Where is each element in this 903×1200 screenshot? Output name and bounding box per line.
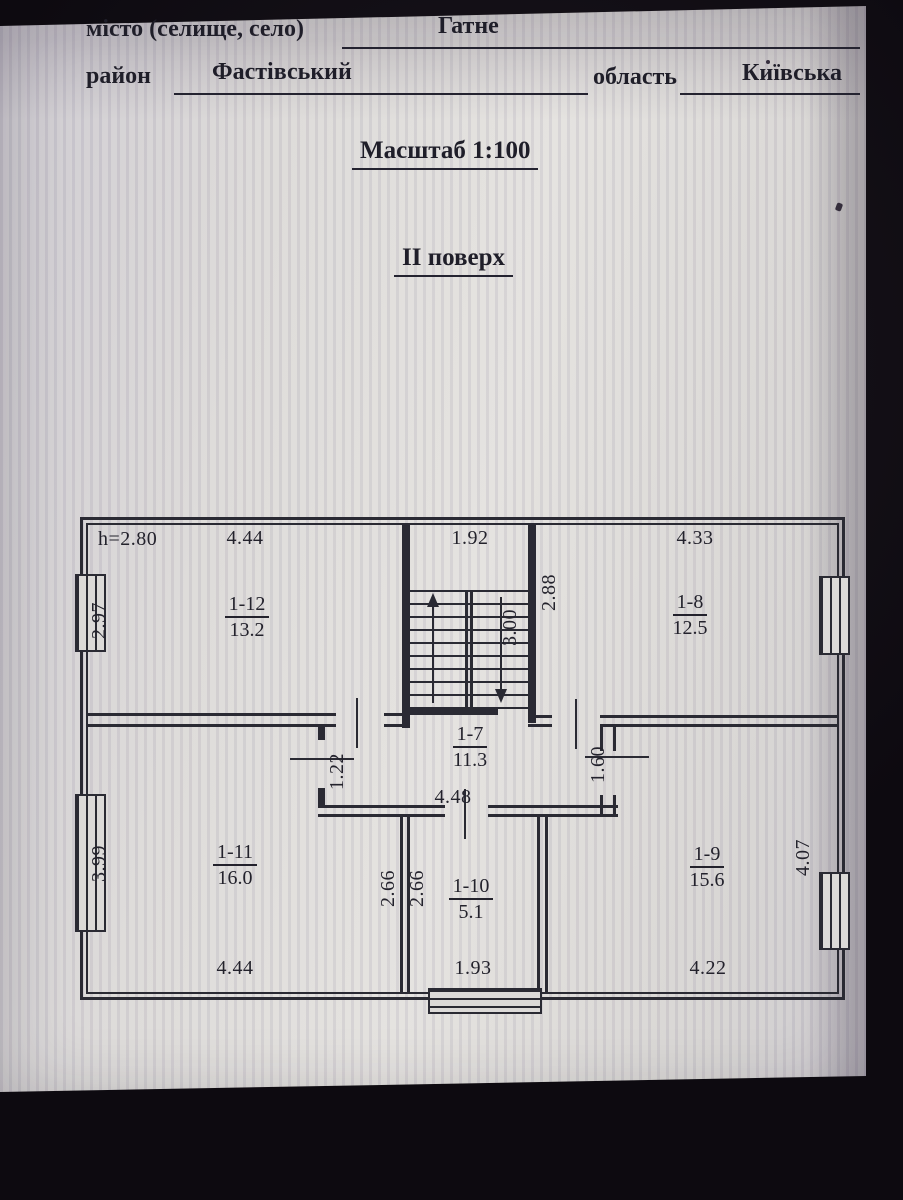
room-area: 12.5 (672, 617, 708, 639)
dim-hall-left: 1.22 (326, 753, 348, 791)
dim-bottom-middle: 1.93 (454, 957, 492, 979)
ceiling-height-note: h=2.80 (98, 528, 158, 550)
window (75, 794, 106, 932)
dim-hall-width: 4.48 (434, 786, 472, 808)
stairs-down-arrowhead-icon (495, 689, 507, 703)
district-value: Фастівський (212, 59, 352, 85)
wall-segment (600, 725, 616, 751)
dim-right-side: 4.07 (792, 839, 814, 877)
district-underline (174, 93, 588, 95)
room-label-1-12: 1-12 13.2 (215, 593, 279, 641)
wall-segment (537, 815, 548, 993)
dim-left-lower: 3.99 (88, 845, 110, 883)
document-page (0, 6, 866, 1092)
photo-speck (766, 60, 770, 64)
settlement-value: Гатне (438, 13, 499, 39)
room-area: 5.1 (458, 901, 484, 923)
stairs (410, 590, 528, 711)
dim-room-1-10-side: 2.66 (406, 870, 428, 908)
room-number: 1-9 (689, 843, 725, 868)
room-area: 13.2 (229, 619, 265, 641)
window (75, 574, 106, 652)
wall-segment (318, 788, 325, 805)
room-number: 1-8 (672, 591, 708, 616)
door-tick (585, 756, 649, 758)
wall-segment (400, 815, 410, 993)
room-label-1-8: 1-8 12.5 (658, 591, 722, 639)
stairs-down-arrow (500, 597, 502, 691)
wall-segment (528, 715, 552, 727)
floor-title: ІІ поверх (394, 244, 513, 277)
dim-top-left: 4.44 (226, 527, 264, 549)
dim-bottom-left: 4.44 (216, 957, 254, 979)
dim-room-1-11-side: 2.66 (377, 870, 399, 908)
room-area: 16.0 (217, 867, 253, 889)
district-label: район (86, 63, 152, 89)
dim-hall-right: 1.60 (587, 746, 609, 784)
room-number: 1-12 (224, 593, 270, 618)
wall-segment (384, 713, 410, 727)
settlement-underline (342, 47, 860, 49)
dim-top-middle: 1.92 (451, 527, 489, 549)
room-number: 1-7 (452, 723, 488, 748)
wall-segment (402, 708, 498, 715)
porch-hatch (428, 988, 542, 1014)
wall-segment (402, 525, 410, 728)
wall-segment (318, 805, 445, 817)
scale-title: Масштаб 1:100 (352, 137, 539, 170)
door-tick (356, 698, 358, 748)
window (819, 576, 850, 655)
room-number: 1-10 (448, 875, 494, 900)
window (819, 872, 850, 950)
dim-top-right: 4.33 (676, 527, 714, 549)
wall-segment (600, 715, 838, 727)
dim-stairs-depth: 3.00 (499, 609, 521, 647)
stair-divider (465, 590, 473, 711)
room-label-1-7: 1-7 11.3 (438, 723, 502, 771)
dim-room-1-8-side: 2.88 (538, 574, 560, 612)
door-tick (575, 699, 577, 749)
dim-left-upper: 2.97 (88, 602, 110, 640)
region-value: Київська (742, 60, 842, 86)
settlement-label: місто (селище, село) (86, 16, 304, 42)
dim-bottom-right: 4.22 (689, 957, 727, 979)
room-label-1-10: 1-10 5.1 (439, 875, 503, 923)
room-label-1-9: 1-9 15.6 (675, 843, 739, 891)
wall-segment (88, 713, 336, 727)
wall-segment (528, 525, 536, 723)
stairs-up-arrow (432, 601, 434, 703)
region-label: область (593, 64, 677, 90)
room-area: 11.3 (452, 749, 488, 771)
region-underline (680, 93, 860, 95)
wall-segment (488, 805, 618, 817)
floor-plan: h=2.80 4.44 1.92 4.33 4.48 4.44 1.93 4.2… (75, 517, 850, 1014)
wall-segment (318, 726, 325, 740)
door-tick (464, 789, 466, 839)
room-area: 15.6 (689, 869, 725, 891)
room-label-1-11: 1-11 16.0 (203, 841, 267, 889)
stairs-up-arrowhead-icon (427, 593, 439, 607)
door-tick (290, 758, 354, 760)
room-number: 1-11 (213, 841, 257, 866)
